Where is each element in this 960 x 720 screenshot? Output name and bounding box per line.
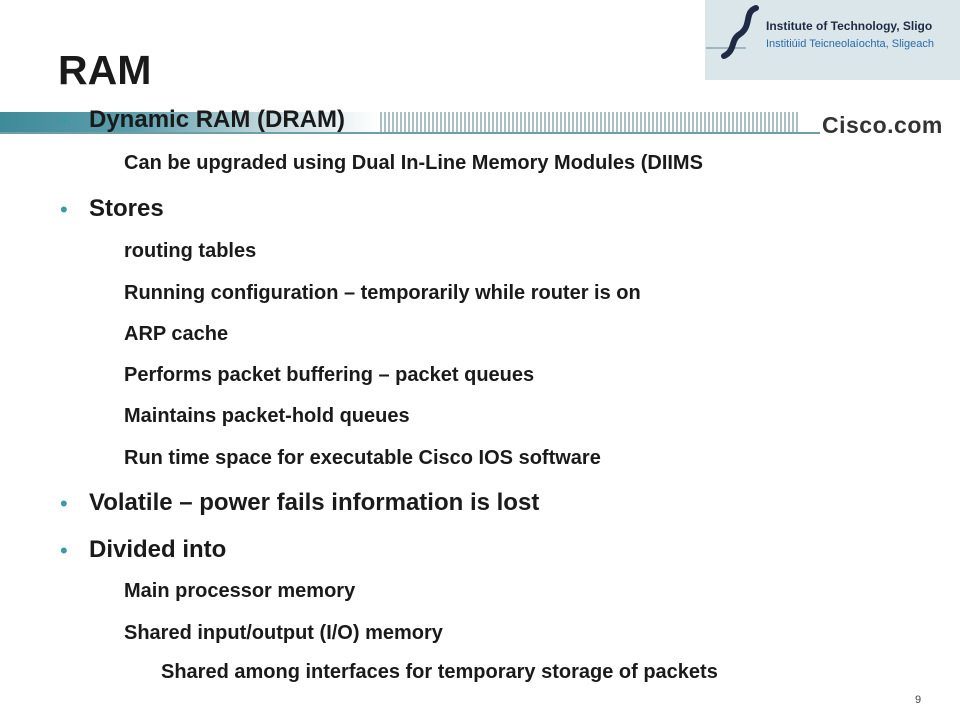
sub-bullet-item: routing tables [124,240,257,262]
sub-sub-bullet-item: Shared among interfaces for temporary st… [161,661,718,683]
cisco-logo: Cisco.com [822,112,943,138]
sub-bullet-item: Can be upgraded using Dual In-Line Memor… [124,152,703,174]
sub-bullet-item: Performs packet buffering – packet queue… [124,364,535,386]
sub-bullet-item: Main processor memory [124,580,356,602]
slide-title: RAM [58,47,152,93]
institute-logo-icon [706,5,759,59]
bullet-item: Volatile – power fails information is lo… [89,489,540,516]
institute-name-english: Institute of Technology, Sligo [766,19,933,33]
sub-bullet-item: Shared input/output (I/O) memory [124,622,443,644]
sub-bullet-item: Run time space for executable Cisco IOS … [124,447,601,469]
bullet-item: Divided into [89,536,227,563]
bullet-dot-icon: • [60,491,68,516]
sub-bullet-item: ARP cache [124,323,229,345]
header-band [0,112,820,134]
page-number: 9 [915,694,922,706]
institute-name-irish: Institiúid Teicneolaíochta, Sligeach [766,38,934,50]
bullet-dot-icon: • [60,197,68,222]
bullet-dot-icon: • [60,108,68,133]
bullet-dot-icon: • [60,538,68,563]
sub-bullet-item: Maintains packet-hold queues [124,405,410,427]
sub-bullet-item: Running configuration – temporarily whil… [124,282,641,304]
bullet-item: Stores [89,195,164,222]
bullet-item: Dynamic RAM (DRAM) [89,106,346,133]
